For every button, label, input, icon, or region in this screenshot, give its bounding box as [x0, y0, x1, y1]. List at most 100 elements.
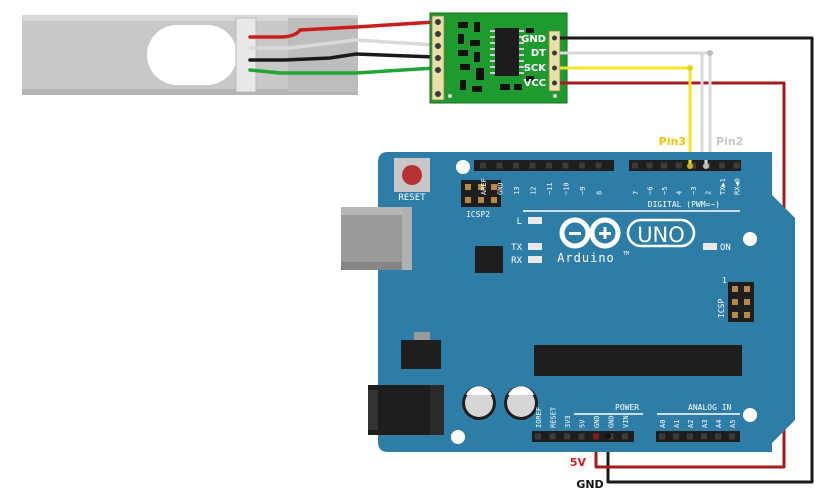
digital-pin-hole [579, 162, 585, 169]
digital-pin-hole [632, 162, 638, 169]
power-pin-hole [549, 433, 556, 440]
led-rx-label: RX [511, 256, 522, 266]
power-pin-label: 5V [579, 419, 587, 428]
arduino-logo-icon [559, 217, 621, 249]
digital-pin-hole [690, 162, 696, 169]
5v-callout: 5V [570, 456, 587, 469]
hx711-arduino-wires [560, 36, 814, 484]
power-pin-label: IOREF [535, 407, 543, 428]
icsp2-label: ICSP2 [466, 210, 490, 219]
reset-button[interactable] [394, 158, 430, 192]
power-pin-label: GND [608, 415, 616, 428]
pin2-callout: Pin2 [716, 135, 743, 148]
analog-pin-hole [673, 433, 679, 440]
power-pin-hole [622, 433, 628, 440]
icsp-label: ICSP [717, 299, 726, 318]
digital-pin-hole [513, 162, 519, 169]
analog-pin-label: A4 [715, 420, 723, 428]
digital-pin-label: 4 [676, 191, 684, 195]
power-pin-label: RESET [550, 406, 558, 428]
analog-pin-hole [701, 433, 707, 440]
analog-pin-label: A3 [701, 420, 709, 428]
pin2-connection [703, 163, 709, 169]
hx711-module: GND DT SCK VCC [429, 12, 568, 104]
trademark: TM [623, 251, 629, 257]
power-pin-label: VIN [622, 415, 630, 428]
reset-label: RESET [398, 193, 426, 203]
analog-pin-label: A5 [729, 420, 737, 428]
digital-pin-label: 13 [513, 187, 521, 195]
digital-pin-label: RX◀0 [734, 178, 742, 195]
logo-text: Arduino [557, 251, 615, 265]
power-label: POWER [615, 403, 639, 412]
analog-pin-label: A0 [659, 420, 667, 428]
digital-label: DIGITAL (PWM=~) [648, 200, 720, 209]
digital-pin-label: 7 [632, 191, 640, 195]
power-pin-hole [564, 433, 570, 440]
icsp2-header [461, 180, 501, 207]
digital-pin-hole [529, 162, 536, 169]
analog-label: ANALOG IN [688, 403, 732, 412]
digital-pin-hole [675, 162, 682, 169]
hx711-pin-label: VCC [524, 78, 546, 89]
icsp-pin1-label: 1 [722, 276, 727, 285]
analog-header [656, 431, 740, 442]
digital-pin-label: ~10 [563, 182, 571, 195]
led-tx-label: TX [511, 243, 522, 253]
microcontroller-chip [534, 345, 742, 376]
power-pin-hole [578, 433, 585, 440]
digital-header-right [629, 160, 741, 171]
digital-pin-hole [646, 162, 653, 169]
usb-port [341, 207, 412, 270]
digital-header-left [474, 160, 614, 171]
5v-connection [593, 433, 599, 439]
uno-badge [626, 218, 696, 248]
pin3-connection [687, 163, 693, 169]
power-jack [368, 385, 444, 435]
digital-pin-hole [595, 162, 602, 169]
analog-pin-hole [687, 433, 693, 440]
model-name: UNO [637, 223, 685, 247]
digital-pin-hole [661, 162, 667, 169]
digital-pin-hole [733, 162, 740, 169]
hx711-pin-label: DT [531, 48, 546, 59]
gnd-callout: GND [576, 478, 603, 491]
power-pin-label: 3V3 [564, 415, 572, 428]
voltage-regulator [401, 332, 441, 369]
digital-pin-label: ~5 [661, 187, 669, 195]
capacitor [504, 386, 538, 420]
usb-chip [475, 246, 503, 273]
digital-pin-label: ~3 [690, 187, 698, 195]
digital-pin-hole [562, 162, 569, 169]
pin3-callout: Pin3 [659, 135, 686, 148]
digital-pin-hole [719, 162, 725, 169]
led-l-label: L [517, 217, 522, 227]
led-on-label: ON [720, 243, 731, 253]
analog-pin-hole [659, 433, 665, 440]
digital-pin-hole [496, 162, 503, 169]
load-cell [22, 15, 358, 95]
analog-pin-label: A1 [673, 420, 681, 428]
gnd-connection [605, 433, 611, 439]
load-cell-wires [248, 20, 437, 75]
digital-pin-label: TX▶1 [719, 178, 727, 195]
digital-pin-label: AREF [480, 178, 488, 195]
digital-pin-label: 2 [705, 191, 713, 195]
digital-pin-hole [546, 162, 552, 169]
analog-pin-label: A2 [687, 420, 695, 428]
analog-pin-hole [715, 433, 721, 440]
digital-pin-label: 12 [530, 187, 538, 195]
power-pin-hole [535, 433, 541, 440]
digital-pin-hole [480, 162, 486, 169]
analog-pin-hole [729, 433, 735, 440]
digital-pin-label: ~9 [579, 187, 587, 195]
hx711-pin-label: GND [521, 34, 546, 45]
digital-pin-label: ~6 [647, 187, 655, 195]
capacitor [462, 386, 496, 420]
hx711-pin-label: SCK [524, 63, 548, 74]
digital-pin-label: 8 [596, 191, 604, 195]
digital-pin-label: ~11 [546, 182, 554, 195]
digital-pin-label: GND [497, 182, 505, 195]
